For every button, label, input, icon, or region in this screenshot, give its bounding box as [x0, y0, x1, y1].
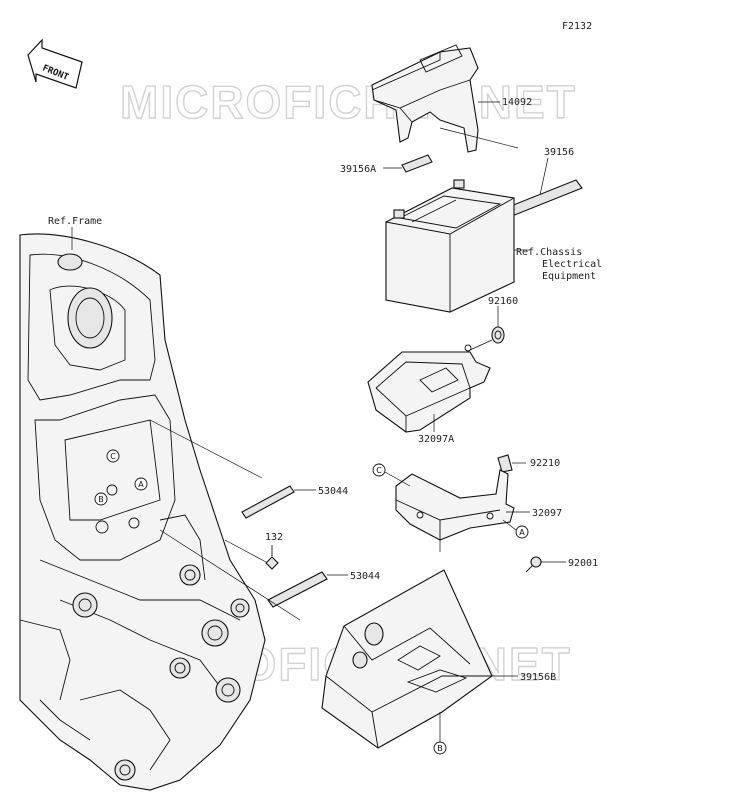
label-32097A: 32097A	[418, 434, 454, 445]
bracket-marker-c: C	[372, 463, 386, 477]
clip-92210	[497, 454, 513, 473]
label-32097: 32097	[532, 508, 562, 519]
cover-marker-b: B	[433, 741, 447, 755]
grommet-92160	[491, 326, 505, 344]
diagram-code: F2132	[562, 21, 592, 32]
bracket-32097	[395, 469, 515, 541]
frame-marker-a: A	[134, 477, 148, 491]
label-132: 132	[265, 532, 283, 543]
svg-text:A: A	[519, 528, 525, 537]
rod-53044-upper	[241, 485, 295, 519]
svg-text:C: C	[376, 466, 382, 475]
pad-39156A	[401, 154, 433, 173]
label-92001: 92001	[568, 558, 598, 569]
label-ref-chassis-3: Equipment	[542, 271, 596, 282]
label-ref-frame: Ref.Frame	[48, 216, 102, 227]
label-92160: 92160	[488, 296, 518, 307]
battery	[385, 179, 515, 313]
label-39156: 39156	[544, 147, 574, 158]
pad-39156	[505, 179, 583, 217]
label-53044-upper: 53044	[318, 486, 348, 497]
label-14092: 14092	[502, 97, 532, 108]
frame-marker-b: B	[94, 492, 108, 506]
svg-text:C: C	[110, 452, 116, 461]
bolt-132	[265, 545, 279, 570]
cover-39156B	[321, 569, 493, 749]
label-39156A: 39156A	[340, 164, 376, 175]
svg-text:B: B	[437, 744, 443, 753]
frame	[19, 233, 266, 791]
cover-14092	[371, 44, 479, 153]
bracket-marker-a: A	[515, 525, 529, 539]
frame-marker-c: C	[106, 449, 120, 463]
rod-53044-lower	[267, 571, 328, 608]
front-arrow-icon: FRONT	[27, 38, 83, 89]
label-ref-chassis-2: Electrical	[542, 259, 602, 270]
tray-32097A	[367, 344, 491, 433]
label-92210: 92210	[530, 458, 560, 469]
label-ref-chassis-1: Ref.Chassis	[516, 247, 582, 258]
screw-92001	[525, 556, 542, 573]
svg-text:B: B	[98, 495, 104, 504]
label-39156B: 39156B	[520, 672, 556, 683]
label-53044-lower: 53044	[350, 571, 380, 582]
svg-text:A: A	[138, 480, 144, 489]
